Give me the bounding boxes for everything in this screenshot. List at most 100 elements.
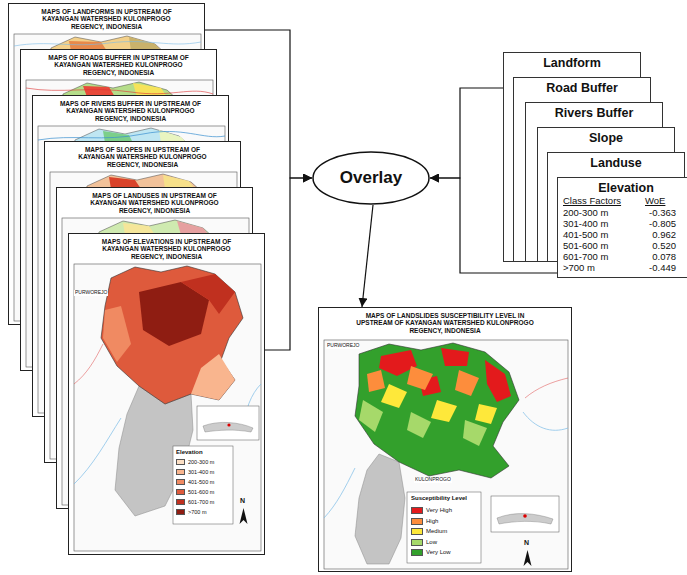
inset-map xyxy=(197,406,259,440)
outside-area xyxy=(355,454,405,564)
table-cell: 401-500 m xyxy=(563,230,608,241)
map-title: MAPS OF RIVERS BUFFER IN UPSTREAM OF KAY… xyxy=(56,100,206,122)
susceptibility-patch xyxy=(359,400,383,432)
table-header: Class Factors xyxy=(563,196,621,207)
legend-swatch xyxy=(176,509,185,515)
inset-map xyxy=(491,496,559,532)
road-line xyxy=(525,378,568,398)
table-cell: -0.363 xyxy=(628,208,676,219)
map-title: MAPS OF ROADS BUFFER IN UPSTREAM OF KAYA… xyxy=(44,54,194,76)
map-title: MAPS OF ELEVATIONS IN UPSTREAM OF KAYANG… xyxy=(92,238,242,260)
ellipse-shape xyxy=(313,152,429,204)
card-heading: Elevation xyxy=(558,178,687,196)
legend-swatch xyxy=(176,499,185,505)
legend-entry: 200-300 m xyxy=(176,459,214,465)
study-area xyxy=(101,266,243,404)
legend-entry: Very Low xyxy=(411,549,451,556)
legend-text: Very High xyxy=(426,507,452,514)
legend-entry: >700 m xyxy=(176,509,207,515)
susceptibility-patch xyxy=(441,348,469,366)
map-frame xyxy=(74,264,261,551)
legend-title: Elevation xyxy=(176,449,203,456)
overlay-ellipse: Overlay xyxy=(312,151,430,205)
river-line xyxy=(14,42,201,46)
flow-arrow xyxy=(362,205,373,307)
legend-text: 501-600 m xyxy=(188,489,214,495)
susceptibility-patch xyxy=(455,370,479,396)
table-cell: 601-700 m xyxy=(563,252,608,263)
table-cell: -0.805 xyxy=(628,219,676,230)
card-heading: Slope xyxy=(538,128,674,146)
river-line xyxy=(324,468,355,518)
inset-island xyxy=(203,422,253,432)
map-sheet: MAPS OF ELEVATIONS IN UPSTREAM OF KAYANG… xyxy=(68,233,265,555)
map-title: MAPS OF LANDUSES IN UPSTREAM OF KAYANGAN… xyxy=(80,192,230,214)
inset-marker xyxy=(523,514,527,518)
susceptibility-patch xyxy=(407,412,431,438)
legend-text: 401-500 m xyxy=(188,479,214,485)
legend-swatch xyxy=(411,539,423,546)
river-line xyxy=(74,418,121,484)
flow-arrow xyxy=(265,178,312,350)
table-cell: 0.078 xyxy=(628,252,676,263)
legend-swatch xyxy=(411,549,423,556)
map-frame xyxy=(324,340,568,569)
legend-box xyxy=(173,446,233,524)
place-name: KULONPROGO xyxy=(414,477,452,483)
process-label: Overlay xyxy=(340,168,402,188)
elevation-patch xyxy=(181,274,235,314)
table-header: WoE xyxy=(645,196,665,207)
road-line xyxy=(26,88,213,94)
river-line xyxy=(523,412,568,430)
legend-entry: 401-500 m xyxy=(176,479,214,485)
elevation-patch xyxy=(103,306,131,362)
table-cell: -0.449 xyxy=(628,263,676,274)
legend-text: Medium xyxy=(426,528,447,535)
susceptibility-patch xyxy=(475,404,497,424)
north-arrow-label: N xyxy=(240,497,245,505)
legend-text: 200-300 m xyxy=(188,459,214,465)
card-heading: Landform xyxy=(504,53,640,71)
river-line xyxy=(38,131,225,140)
legend-swatch xyxy=(411,528,423,535)
legend-swatch xyxy=(176,489,185,495)
legend-text: Low xyxy=(426,539,437,546)
legend-swatch xyxy=(176,459,185,465)
table-cell: >700 m xyxy=(563,263,595,274)
inset-island xyxy=(497,514,553,524)
susceptibility-patch xyxy=(407,366,433,390)
place-name: PURWOREJO xyxy=(74,290,108,296)
legend-box xyxy=(407,492,481,563)
table-cell: 501-600 m xyxy=(563,241,608,252)
legend-text: Very Low xyxy=(426,549,451,556)
elevation-patch xyxy=(191,354,235,400)
map-illustration xyxy=(69,234,265,555)
legend-entry: 601-700 m xyxy=(176,499,214,505)
table-cell: 301-400 m xyxy=(563,219,608,230)
legend-entry: 301-400 m xyxy=(176,469,214,475)
study-area xyxy=(355,343,519,478)
legend-text: 601-700 m xyxy=(188,499,214,505)
card-heading: Rivers Buffer xyxy=(526,103,662,121)
legend-title: Susceptibility Level xyxy=(411,495,467,502)
legend-entry: Medium xyxy=(411,528,447,535)
flow-arrow xyxy=(430,88,503,178)
legend-entry: Low xyxy=(411,539,437,546)
legend-text: High xyxy=(426,518,438,525)
legend-swatch xyxy=(176,479,185,485)
place-name: PURWOREJO xyxy=(326,343,360,349)
road-line xyxy=(74,344,103,384)
north-arrow xyxy=(240,508,248,524)
susceptibility-patch xyxy=(367,370,385,392)
map-title: MAPS OF SLOPES IN UPSTREAM OF KAYANGAN W… xyxy=(68,146,218,168)
map-title: MAPS OF LANDFORMS IN UPSTREAM OF KAYANGA… xyxy=(32,8,182,30)
table-cell: 0.520 xyxy=(628,241,676,252)
susceptibility-patch xyxy=(381,384,407,408)
legend-entry: 501-600 m xyxy=(176,489,214,495)
card-heading: Road Buffer xyxy=(514,78,650,96)
legend-text: >700 m xyxy=(188,509,207,515)
north-arrow xyxy=(524,550,532,566)
table-cell: 0.962 xyxy=(628,230,676,241)
legend-entry: High xyxy=(411,518,438,525)
card-heading: Landuse xyxy=(548,153,684,171)
